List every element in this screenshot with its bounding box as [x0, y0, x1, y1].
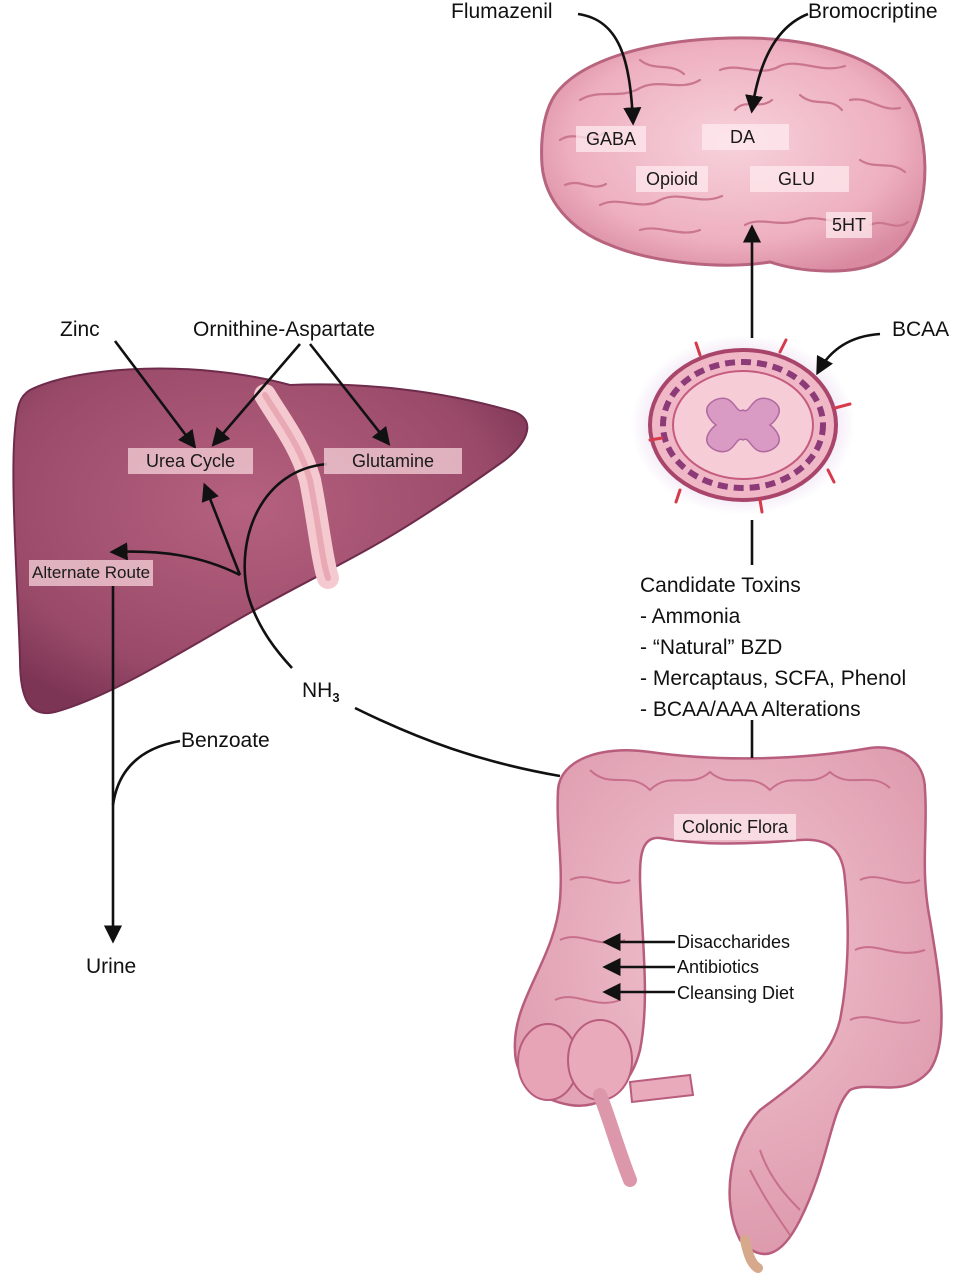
opioid-receptor-label: Opioid [636, 166, 709, 192]
connectors [103, 12, 881, 1002]
colonic-flora-label: Colonic Flora [674, 814, 797, 840]
toxin-item: - “Natural” BZD [640, 636, 783, 659]
nh3-subscript: 3 [332, 690, 340, 706]
gaba-receptor-label: GABA [576, 126, 647, 152]
urine-label: Urine [86, 955, 137, 978]
benzoate-label: Benzoate [181, 729, 270, 752]
nh3-label: NH3 [302, 679, 340, 710]
ornithine-aspartate-label: Ornithine-Aspartate [193, 318, 376, 341]
flumazenil-label: Flumazenil [451, 0, 553, 23]
toxin-item: - Ammonia [640, 605, 741, 628]
glu-receptor-label: GLU [750, 166, 850, 192]
colon-illustration [513, 746, 943, 1273]
alternate-route-label: Alternate Route [29, 560, 154, 586]
5ht-receptor-label: 5HT [826, 212, 873, 238]
cleansing-diet-label: Cleansing Diet [677, 983, 795, 1003]
candidate-toxins-list: Candidate Toxins - Ammonia - “Natural” B… [640, 570, 906, 725]
antibiotics-label: Antibiotics [677, 957, 760, 977]
zinc-label: Zinc [60, 318, 100, 341]
liver-illustration [12, 367, 529, 715]
bromocriptine-label: Bromocriptine [808, 0, 938, 23]
disaccharides-label: Disaccharides [677, 932, 791, 952]
toxin-item: - Mercaptaus, SCFA, Phenol [640, 667, 907, 690]
da-receptor-label: DA [702, 124, 790, 150]
nh3-main: NH [302, 679, 333, 702]
toxin-item: - BCAA/AAA Alterations [640, 698, 861, 721]
bcaa-label: BCAA [892, 318, 950, 341]
glutamine-label: Glutamine [324, 448, 463, 474]
spinal-cord-illustration [631, 335, 855, 515]
urea-cycle-label: Urea Cycle [128, 448, 254, 474]
candidate-toxins-title: Candidate Toxins [640, 574, 801, 597]
